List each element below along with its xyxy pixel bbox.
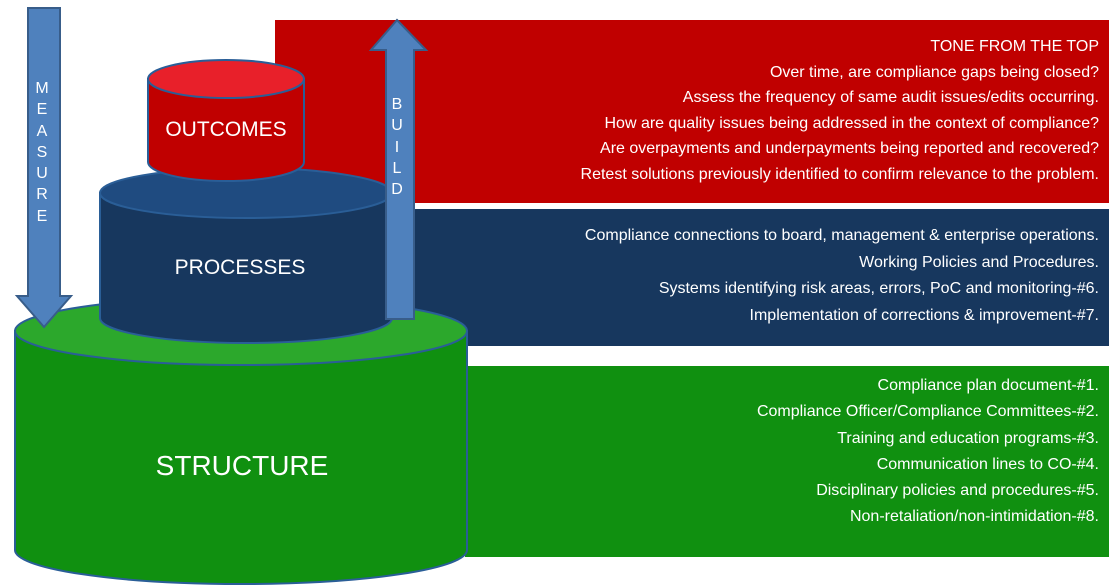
measure-letter: S bbox=[36, 143, 48, 161]
build-letter: D bbox=[391, 181, 403, 199]
measure-letter: R bbox=[36, 186, 48, 204]
structure-item: Communication lines to CO-#4. bbox=[876, 455, 1099, 473]
build-arrow bbox=[368, 18, 429, 320]
build-letter: I bbox=[394, 138, 400, 156]
measure-letter: E bbox=[36, 101, 48, 119]
measure-arrow bbox=[14, 7, 74, 329]
structure-item: Compliance Officer/Compliance Committees… bbox=[756, 403, 1099, 421]
processes-item: Systems identifying risk areas, errors, … bbox=[658, 280, 1099, 297]
structure-panel: Compliance plan document-#1. Compliance … bbox=[465, 366, 1109, 557]
processes-item: Implementation of corrections & improvem… bbox=[749, 306, 1099, 324]
structure-item: Disciplinary policies and procedures-#5. bbox=[816, 482, 1099, 500]
structure-label: STRUCTURE bbox=[155, 450, 329, 481]
processes-item: Working Policies and Procedures. bbox=[859, 253, 1099, 271]
outcomes-item: Over time, are compliance gaps being clo… bbox=[769, 63, 1099, 81]
outcomes-item: Assess the frequency of same audit issue… bbox=[682, 89, 1099, 107]
structure-item: Non-retaliation/non-intimidation-#8. bbox=[849, 508, 1099, 526]
structure-item: Training and education programs-#3. bbox=[837, 429, 1099, 447]
outcomes-item: Retest solutions previously identified t… bbox=[580, 165, 1099, 183]
tone-from-the-top-heading: TONE FROM THE TOP bbox=[930, 38, 1099, 55]
build-letter: B bbox=[391, 96, 403, 113]
measure-arrow-label: M E A S U R E bbox=[32, 78, 52, 227]
build-letter: U bbox=[391, 117, 403, 135]
measure-letter: A bbox=[36, 122, 48, 140]
processes-panel: Compliance connections to board, managem… bbox=[392, 209, 1109, 346]
outcomes-item: Are overpayments and underpayments being… bbox=[600, 140, 1099, 158]
structure-item: Compliance plan document-#1. bbox=[877, 377, 1099, 394]
measure-letter: U bbox=[36, 165, 48, 183]
measure-letter: E bbox=[36, 207, 48, 225]
build-letter: L bbox=[392, 159, 402, 177]
processes-cylinder bbox=[99, 167, 393, 344]
outcomes-label: OUTCOMES bbox=[165, 118, 287, 141]
outcomes-cylinder bbox=[147, 59, 305, 182]
outcomes-item: How are quality issues being addressed i… bbox=[604, 114, 1099, 132]
processes-item: Compliance connections to board, managem… bbox=[584, 227, 1099, 244]
measure-letter: M bbox=[35, 80, 49, 97]
processes-label: PROCESSES bbox=[174, 256, 306, 279]
build-arrow-label: B U I L D bbox=[387, 94, 407, 200]
